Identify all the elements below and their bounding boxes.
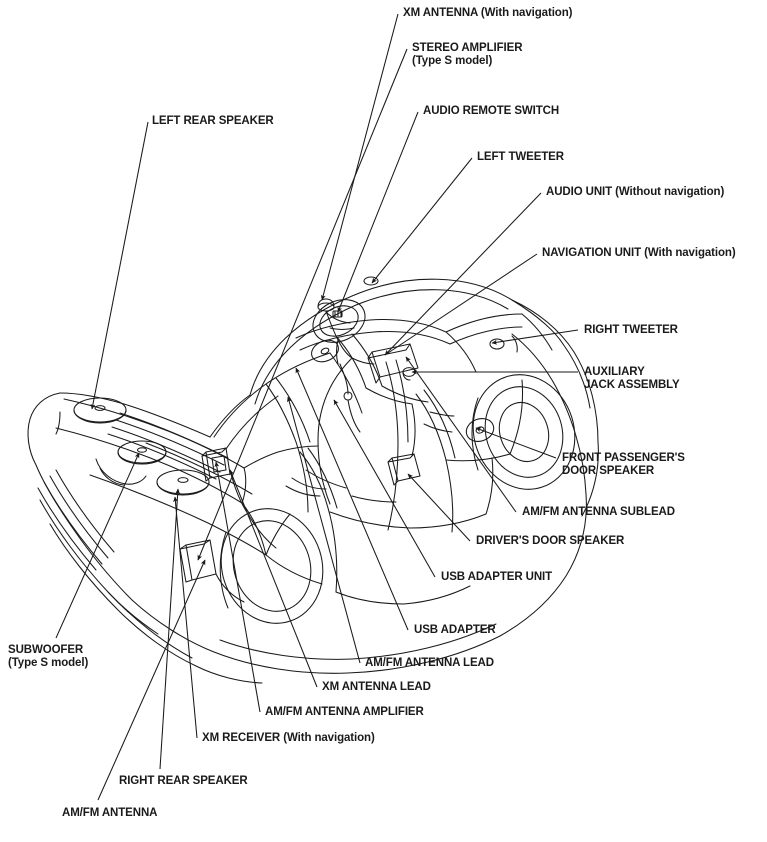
label-amfm-antenna-lead: AM/FM ANTENNA LEAD <box>365 657 494 670</box>
car-body-outline <box>27 278 564 684</box>
b-pillar <box>385 359 409 531</box>
leader-usb-adapter <box>295 367 409 631</box>
label-text: XM RECEIVER (With navigation) <box>202 732 375 744</box>
label-stereo-amplifier: STEREO AMPLIFIER(Type S model) <box>412 42 523 67</box>
label-text: LEFT REAR SPEAKER <box>152 115 274 127</box>
usb-adapter-unit-box <box>387 453 421 486</box>
label-text: NAVIGATION UNIT (With navigation) <box>542 247 736 259</box>
label-usb-adapter: USB ADAPTER <box>414 624 496 637</box>
label-text: AUDIO UNIT (Without navigation) <box>546 186 725 198</box>
leader-amfm-antenna-lead <box>286 396 361 664</box>
label-text: RIGHT REAR SPEAKER <box>119 775 248 787</box>
label-text: STEREO AMPLIFIER <box>412 42 523 54</box>
label-audio-remote-switch: AUDIO REMOTE SWITCH <box>423 105 559 118</box>
leader-lines-group <box>55 13 579 801</box>
amfm-antenna-amplifier-box <box>211 455 227 473</box>
label-left-tweeter: LEFT TWEETER <box>477 151 564 164</box>
label-amfm-antenna-amplifier: AM/FM ANTENNA AMPLIFIER <box>265 706 424 719</box>
label-subtext: (Type S model) <box>8 656 89 669</box>
door-trim-detail <box>305 411 455 503</box>
leader-drivers-door-speaker <box>407 473 471 542</box>
label-text: XM ANTENNA LEAD <box>322 681 431 693</box>
label-text: RIGHT TWEETER <box>584 324 678 336</box>
windshield <box>445 313 553 351</box>
label-usb-adapter-unit: USB ADAPTER UNIT <box>441 571 552 584</box>
steering-wheel <box>312 299 366 343</box>
leader-left-rear-speaker <box>90 121 149 410</box>
label-navigation-unit: NAVIGATION UNIT (With navigation) <box>542 247 736 260</box>
label-text: SUBWOOFER <box>8 644 84 656</box>
label-text: XM ANTENNA (With navigation) <box>403 7 573 19</box>
front-door <box>415 379 523 533</box>
leader-xm-antenna-lead <box>229 469 318 688</box>
front-wheel <box>471 374 576 490</box>
left-tweeter-disc <box>363 276 379 286</box>
label-left-rear-speaker: LEFT REAR SPEAKER <box>152 115 274 128</box>
leader-subwoofer <box>55 452 140 639</box>
quarter-panel <box>265 377 323 585</box>
label-amfm-antenna: AM/FM ANTENNA <box>62 807 157 820</box>
leader-usb-adapter-unit <box>333 399 436 578</box>
leader-right-rear-speaker <box>159 488 181 770</box>
label-subtext: (Type S model) <box>412 54 493 67</box>
label-xm-antenna: XM ANTENNA (With navigation) <box>403 7 572 20</box>
label-text: LEFT TWEETER <box>477 151 564 163</box>
label-right-rear-speaker: RIGHT REAR SPEAKER <box>119 775 248 788</box>
subwoofer-cone <box>95 440 167 486</box>
leader-right-tweeter <box>491 329 579 345</box>
leader-left-tweeter <box>371 157 473 284</box>
label-text: AM/FM ANTENNA SUBLEAD <box>522 506 675 518</box>
label-right-tweeter: RIGHT TWEETER <box>584 324 678 337</box>
leader-xm-antenna <box>320 13 399 301</box>
right-rear-speaker-cone <box>156 469 210 496</box>
right-tweeter-disc <box>489 335 518 353</box>
left-rear-speaker-cone <box>73 397 127 424</box>
rear-parcel-shelf <box>55 398 267 556</box>
label-subwoofer: SUBWOOFER(Type S model) <box>8 644 88 669</box>
label-text: AM/FM ANTENNA AMPLIFIER <box>265 706 424 718</box>
leader-audio-unit <box>384 192 542 356</box>
label-drivers-door-speaker: DRIVER'S DOOR SPEAKER <box>476 535 624 548</box>
label-audio-unit: AUDIO UNIT (Without navigation) <box>546 186 724 199</box>
leader-navigation-unit <box>384 253 538 356</box>
label-text: FRONT PASSENGER'S <box>562 452 685 464</box>
leader-amfm-antenna-amplifier <box>214 461 261 713</box>
leader-amfm-antenna <box>97 559 206 801</box>
label-text: AUDIO REMOTE SWITCH <box>423 105 560 117</box>
auxiliary-jack-part <box>402 367 416 381</box>
label-text: AUXILIARY <box>584 366 645 378</box>
body-side <box>213 299 599 674</box>
label-text: USB ADAPTER <box>414 624 496 636</box>
rear-wheel <box>219 508 324 624</box>
leader-xm-receiver <box>173 496 198 739</box>
label-text: AM/FM ANTENNA LEAD <box>365 657 494 669</box>
label-amfm-antenna-sublead: AM/FM ANTENNA SUBLEAD <box>522 506 675 519</box>
label-subtext: JACK ASSEMBLY <box>584 378 680 391</box>
label-text: AM/FM ANTENNA <box>62 807 158 819</box>
leader-audio-remote-switch <box>337 111 419 313</box>
label-text: USB ADAPTER UNIT <box>441 571 553 583</box>
antenna-harness <box>215 310 375 603</box>
leader-amfm-antenna-sublead <box>405 356 517 513</box>
label-subtext: DOOR SPEAKER <box>562 464 655 477</box>
leader-front-passenger-speaker <box>475 427 557 459</box>
label-text: DRIVER'S DOOR SPEAKER <box>476 535 625 547</box>
label-xm-antenna-lead: XM ANTENNA LEAD <box>322 681 431 694</box>
drivers-door-speaker-cone <box>311 339 339 363</box>
label-xm-receiver: XM RECEIVER (With navigation) <box>202 732 375 745</box>
